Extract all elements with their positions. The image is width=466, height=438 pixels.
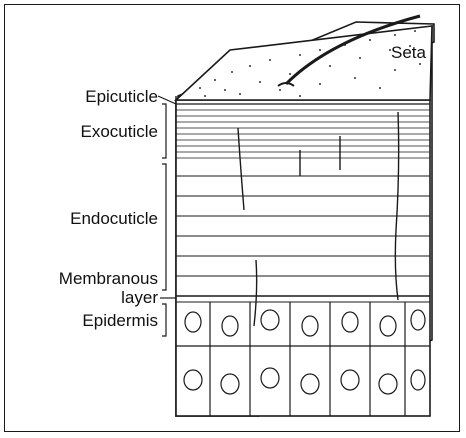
label-epidermis: Epidermis <box>28 312 158 330</box>
label-seta: Seta <box>391 44 426 62</box>
block-top <box>176 26 432 100</box>
label-epicuticle: Epicuticle <box>58 88 158 106</box>
label-exocuticle: Exocuticle <box>58 123 158 141</box>
label-endocuticle: Endocuticle <box>48 210 158 228</box>
block-body <box>176 100 430 416</box>
label-membranous-line2: layer <box>28 289 158 307</box>
label-brackets <box>158 96 176 336</box>
label-membranous-line1: Membranous <box>28 270 158 288</box>
